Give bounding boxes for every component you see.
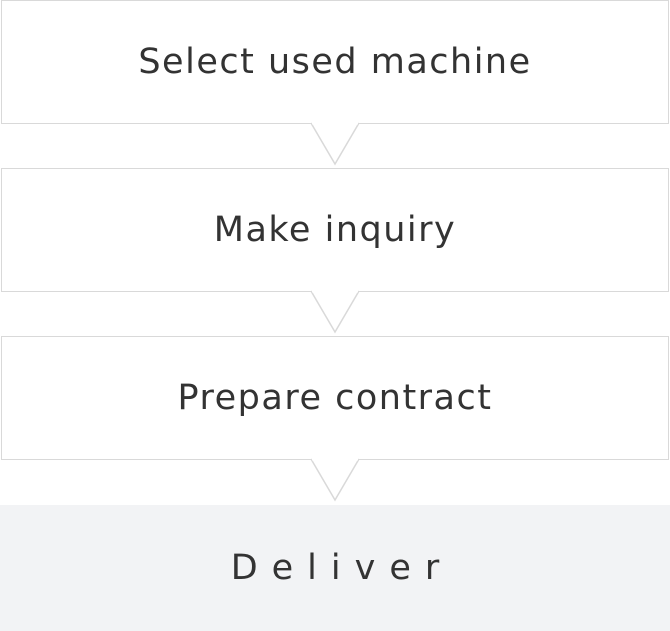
- final-step-label: Deliver: [230, 548, 454, 588]
- down-arrow-icon: [310, 122, 360, 166]
- down-arrow-icon: [310, 290, 360, 334]
- down-arrow-icon: [310, 458, 360, 502]
- flow-step-make-inquiry: Make inquiry: [1, 168, 669, 292]
- flow-step-select-used-machine: Select used machine: [1, 0, 669, 124]
- flow-step-label: Prepare contract: [177, 378, 493, 418]
- flow-step-prepare-contract: Prepare contract: [1, 336, 669, 460]
- flow-step-label: Make inquiry: [213, 210, 457, 250]
- flow-step-label: Select used machine: [138, 42, 532, 82]
- flow-step-deliver: Deliver: [0, 505, 670, 631]
